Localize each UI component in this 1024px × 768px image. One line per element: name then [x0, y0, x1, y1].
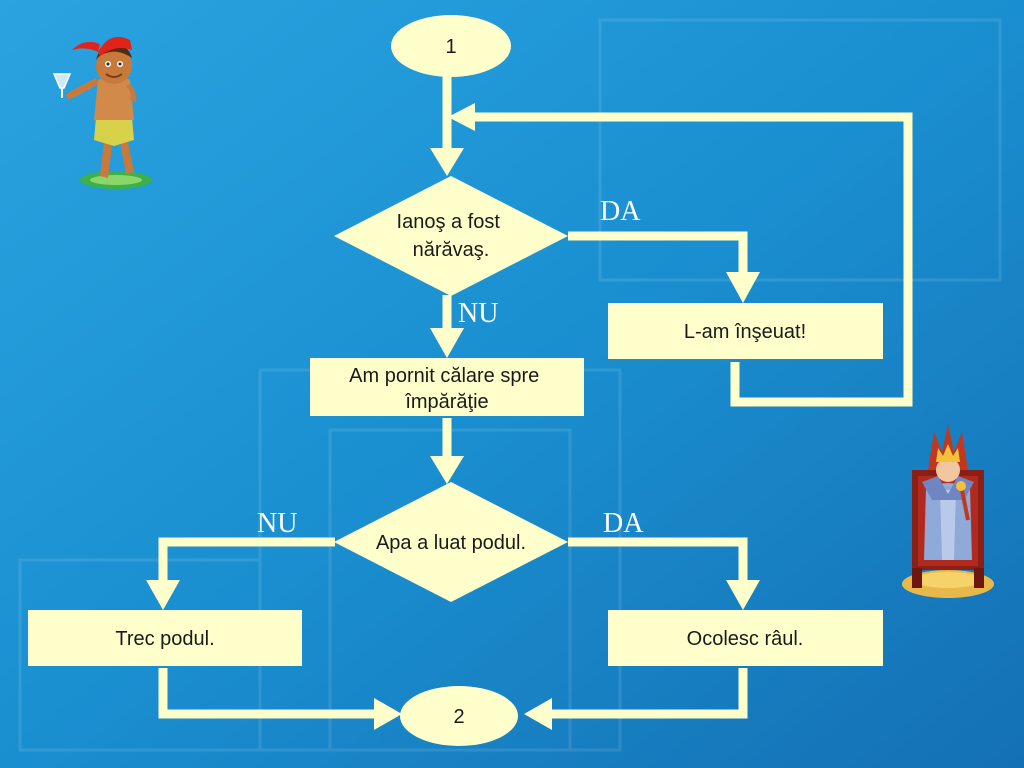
- label-no-bridge: NU: [257, 508, 297, 539]
- arrowheads: [146, 103, 760, 730]
- process-around: Ocolesc râul.: [608, 610, 883, 666]
- decision-bridge: Apa a luat podul.: [334, 482, 568, 602]
- connectors: [158, 75, 913, 719]
- arrow-into-around: [726, 580, 760, 610]
- label-no-naughty: NU: [458, 298, 498, 329]
- end-node-label: 2: [453, 706, 464, 728]
- process-cross-label: Trec podul.: [115, 628, 214, 650]
- process-ride-line2: împărăţie: [404, 391, 488, 413]
- decision-bridge-label: Apa a luat podul.: [376, 532, 526, 554]
- decision-naughty: Ianoş a fost nărăvaş.: [334, 176, 568, 296]
- king-on-throne-icon: [902, 424, 994, 598]
- process-saddle-label: L-am înşeuat!: [684, 321, 806, 343]
- process-saddle: L-am înşeuat!: [608, 303, 883, 359]
- arrow-loop-back: [448, 103, 475, 131]
- start-node: 1: [391, 15, 511, 77]
- process-ride-line1: Am pornit călare spre: [349, 365, 539, 387]
- arrow-into-cross: [146, 580, 180, 610]
- arrow-into-saddle: [726, 272, 760, 303]
- decision-naughty-line2: nărăvaş.: [413, 239, 490, 261]
- label-yes-bridge: DA: [603, 508, 644, 539]
- start-node-label: 1: [445, 36, 456, 58]
- process-cross: Trec podul.: [28, 610, 302, 666]
- process-ride: Am pornit călare spre împărăţie: [310, 358, 584, 416]
- label-yes-naughty: DA: [600, 196, 641, 227]
- arrow-into-decision1: [430, 148, 464, 176]
- decision-naughty-label: Ianoş a fost nărăvaş.: [397, 211, 506, 261]
- end-node: 2: [400, 686, 518, 746]
- process-ride-label: Am pornit călare spre împărăţie: [349, 365, 545, 413]
- arrow-into-decision2: [430, 456, 464, 484]
- decision-naughty-line1: Ianoş a fost: [397, 211, 501, 233]
- process-around-label: Ocolesc râul.: [687, 628, 804, 650]
- arrow-into-end-right: [524, 698, 552, 730]
- boy-character-icon: [52, 36, 152, 189]
- arrow-into-ride: [430, 328, 464, 358]
- arrow-into-end-left: [374, 698, 402, 730]
